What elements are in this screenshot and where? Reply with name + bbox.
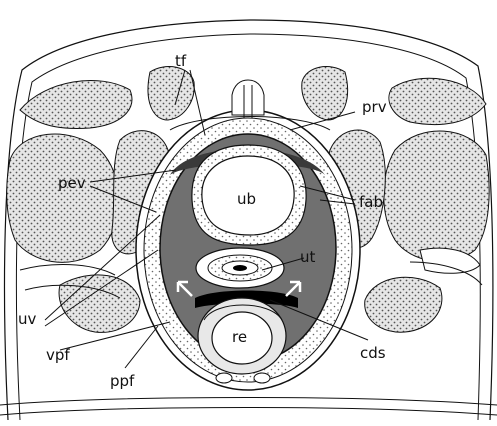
- lower-right-muscle: [365, 277, 442, 332]
- label-ub: ub: [237, 190, 256, 208]
- label-ut: ut: [300, 248, 316, 266]
- right-ilium: [302, 67, 348, 120]
- left-upper-muscle: [20, 80, 132, 128]
- label-ppf: ppf: [110, 372, 135, 390]
- label-fab: fab: [359, 193, 383, 211]
- label-vpf: vpf: [46, 346, 70, 364]
- uterine-cavity: [233, 265, 247, 271]
- lower-left-muscle: [59, 275, 140, 333]
- label-prv: prv: [362, 98, 387, 116]
- label-uv: uv: [18, 310, 37, 328]
- left-ilium: [148, 67, 194, 120]
- left-femur-head: [7, 134, 119, 262]
- right-upper-muscle: [389, 78, 486, 124]
- pelvic-compartment: [136, 80, 360, 390]
- label-re: re: [232, 328, 247, 346]
- label-pev: pev: [58, 174, 86, 192]
- right-femur-head: [384, 131, 489, 261]
- label-tf: tf: [175, 52, 187, 70]
- label-cds: cds: [360, 344, 386, 362]
